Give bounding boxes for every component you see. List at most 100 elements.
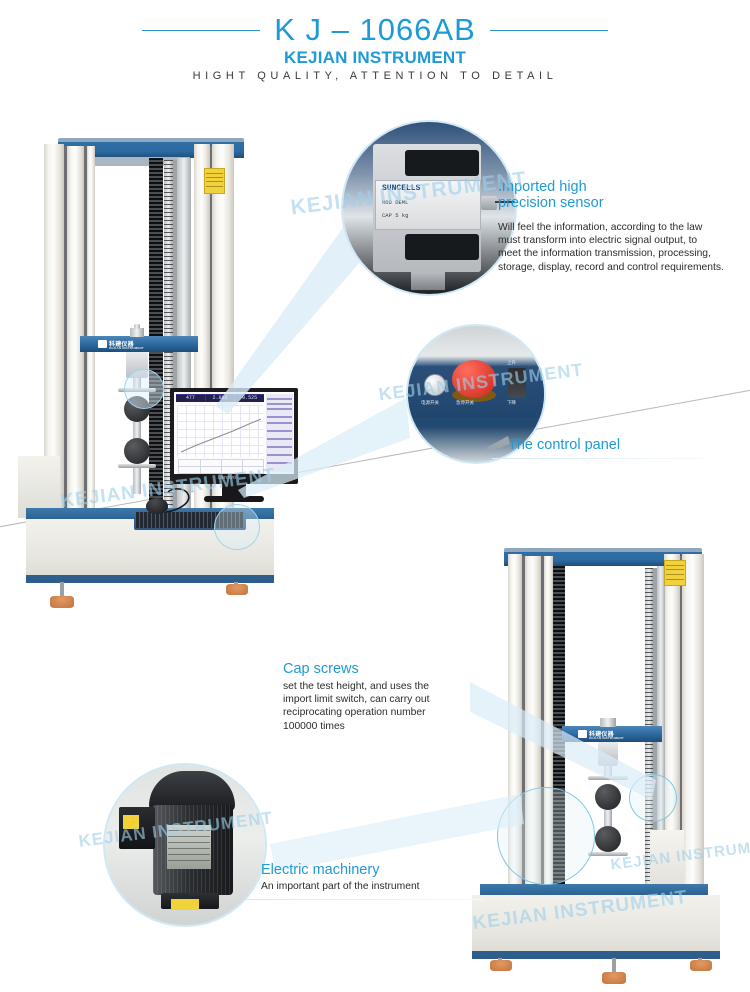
tagline: HIGHT QUALITY, ATTENTION TO DETAIL: [192, 70, 558, 82]
machine-left-column-inner: [67, 146, 84, 542]
machine-load-cell-mount: [130, 328, 144, 337]
machine2-upper-grip-handle: [588, 776, 628, 780]
machine2-foot-right: [690, 960, 712, 971]
callout-underline-electric-machinery: [246, 899, 482, 900]
motor-base-label: [171, 899, 199, 910]
up-down-toggle-switch[interactable]: [508, 368, 526, 398]
brand-name: KEJIAN INSTRUMENT: [284, 48, 466, 67]
machine2-side-cabinet: [650, 830, 684, 890]
callout-title-electric-machinery: Electric machinery: [261, 862, 380, 878]
monitor-brand-label: Lenovo: [218, 475, 237, 481]
title-rule-left: [142, 29, 261, 31]
machine-measuring-scale: [164, 160, 173, 546]
callout-title-control-panel: The control panel: [508, 437, 621, 453]
machine2-load-cell-mount: [600, 718, 616, 727]
estop-label: 急停开关: [456, 400, 474, 405]
machine2-base-top: [480, 884, 708, 896]
machine2-top-cap: [504, 548, 702, 553]
monitor-test-curve: [180, 418, 262, 453]
machine-upper-grip-handle: [118, 388, 156, 392]
monitor-readout-bar: 477 2.803 0.525: [176, 394, 265, 402]
mouse: [146, 498, 168, 514]
machine-left-seam: [64, 146, 67, 542]
cap-screws-origin-highlight: [630, 775, 676, 821]
machine-lower-grip: [124, 438, 150, 464]
machine2-load-cell: [598, 742, 618, 766]
page-title: K J – 1066AB: [274, 12, 476, 47]
machine-cable-chain: [149, 158, 163, 546]
sensor-connector: [481, 196, 497, 210]
machine-side-cabinet: [18, 456, 60, 518]
crossbeam-logo-cn: 科建仪器: [109, 342, 134, 348]
sensor-nameplate: SUNCELLS MOD DEML CAP 5 kg: [375, 180, 481, 230]
monitor-readout-value: 0.525: [235, 394, 265, 402]
machine-foot-right: [226, 584, 248, 595]
machine-lower-grip-handle: [118, 464, 156, 468]
machine-top-underplate: [70, 157, 190, 166]
machine2-lower-grip: [595, 826, 621, 852]
title-rule-right: [489, 29, 608, 31]
machine-foot-left: [50, 596, 74, 608]
keyboard-keys: [136, 512, 244, 528]
callout-body-electric-machinery: An important part of the instrument: [261, 881, 420, 892]
monitor-screen: 477 2.803 0.525: [174, 392, 294, 474]
sensor-model-text: MOD DEML: [382, 199, 409, 206]
motor-warning-sticker: ⚡: [123, 815, 139, 829]
machine-top-cap: [58, 138, 244, 143]
mouse-cable: [165, 488, 190, 513]
machine2-lower-grip-shaft: [604, 810, 612, 828]
machine2-upper-grip: [595, 784, 621, 810]
machine2-warning-label: [664, 560, 686, 586]
page-header: K J – 1066AB KEJIAN INSTRUMENT HIGHT QUA…: [0, 0, 750, 100]
electric-machinery-origin-highlight: [498, 788, 594, 884]
down-label: 下降: [507, 400, 516, 405]
motor-top-cap: [149, 771, 235, 811]
up-label: 上升: [507, 360, 516, 365]
callout-body-cap-screws: set the test height, and uses the import…: [283, 681, 430, 732]
magnified-sensor-photo: SUNCELLS MOD DEML CAP 5 kg: [343, 122, 515, 294]
crossbeam-logo-en: KEJIAN INSTRUMENT: [109, 345, 144, 350]
machine2-crossbeam: 科建仪器 KEJIAN INSTRUMENT: [562, 726, 662, 742]
machine2-right-column-inner: [664, 554, 680, 894]
emergency-stop-button[interactable]: [452, 360, 496, 398]
monitor-readout-value: 2.803: [205, 394, 235, 402]
machine-cable-chain-rungs: [149, 158, 163, 546]
machine-base-skirt: [26, 575, 274, 583]
sensor-brand-text: SUNCELLS: [382, 184, 421, 193]
machine-warning-label: [204, 168, 225, 194]
keyboard: [134, 510, 246, 530]
power-button[interactable]: [424, 374, 446, 396]
monitor-stand-base: [204, 496, 264, 502]
machine2-foot-mid: [602, 972, 626, 984]
machine-lower-shaft: [133, 468, 141, 494]
magnified-control-panel-photo: 电源开关 急停开关 下降 上升: [408, 326, 544, 462]
machine-lower-grip-shaft: [133, 422, 141, 442]
sensor-slot-lower: [405, 234, 479, 260]
sensor-slot-upper: [405, 150, 479, 176]
callout-body-sensor: Will feel the information, according to …: [498, 222, 724, 273]
sensor-capacity-text: CAP 5 kg: [382, 212, 409, 219]
sensor-mount-stud: [411, 272, 445, 290]
machine-load-cell-nut: [134, 324, 140, 329]
machine-crossbeam: 科建仪器 KEJIAN INSTRUMENT: [80, 336, 198, 352]
motor-warning-glyph: ⚡: [126, 817, 138, 827]
testing-machine-photo-secondary: 科建仪器 KEJIAN INSTRUMENT: [452, 548, 742, 988]
motor-nameplate: [167, 825, 211, 869]
crossbeam-logo-mark: [98, 340, 107, 348]
machine-rail-edge: [173, 160, 177, 546]
magnified-motor-photo: ⚡: [105, 765, 265, 925]
machine2-crossbeam-logo-en: KEJIAN INSTRUMENT: [589, 735, 624, 740]
machine-load-cell: [126, 352, 148, 378]
title-row: K J – 1066AB: [0, 10, 750, 50]
machine2-base-skirt: [472, 951, 720, 959]
control-panel-origin-highlight: [215, 505, 259, 549]
power-switch-label: 电源开关: [421, 400, 439, 405]
machine2-lower-grip-handle: [588, 852, 628, 856]
machine-upper-grip: [124, 396, 150, 422]
machine2-right-seam: [680, 556, 682, 894]
monitor-control-sidebar: [266, 394, 293, 472]
machine-right-seam: [210, 146, 212, 542]
monitor-data-table: [178, 459, 264, 474]
machine2-foot-left: [490, 960, 512, 971]
sensor-origin-highlight: [125, 370, 163, 408]
